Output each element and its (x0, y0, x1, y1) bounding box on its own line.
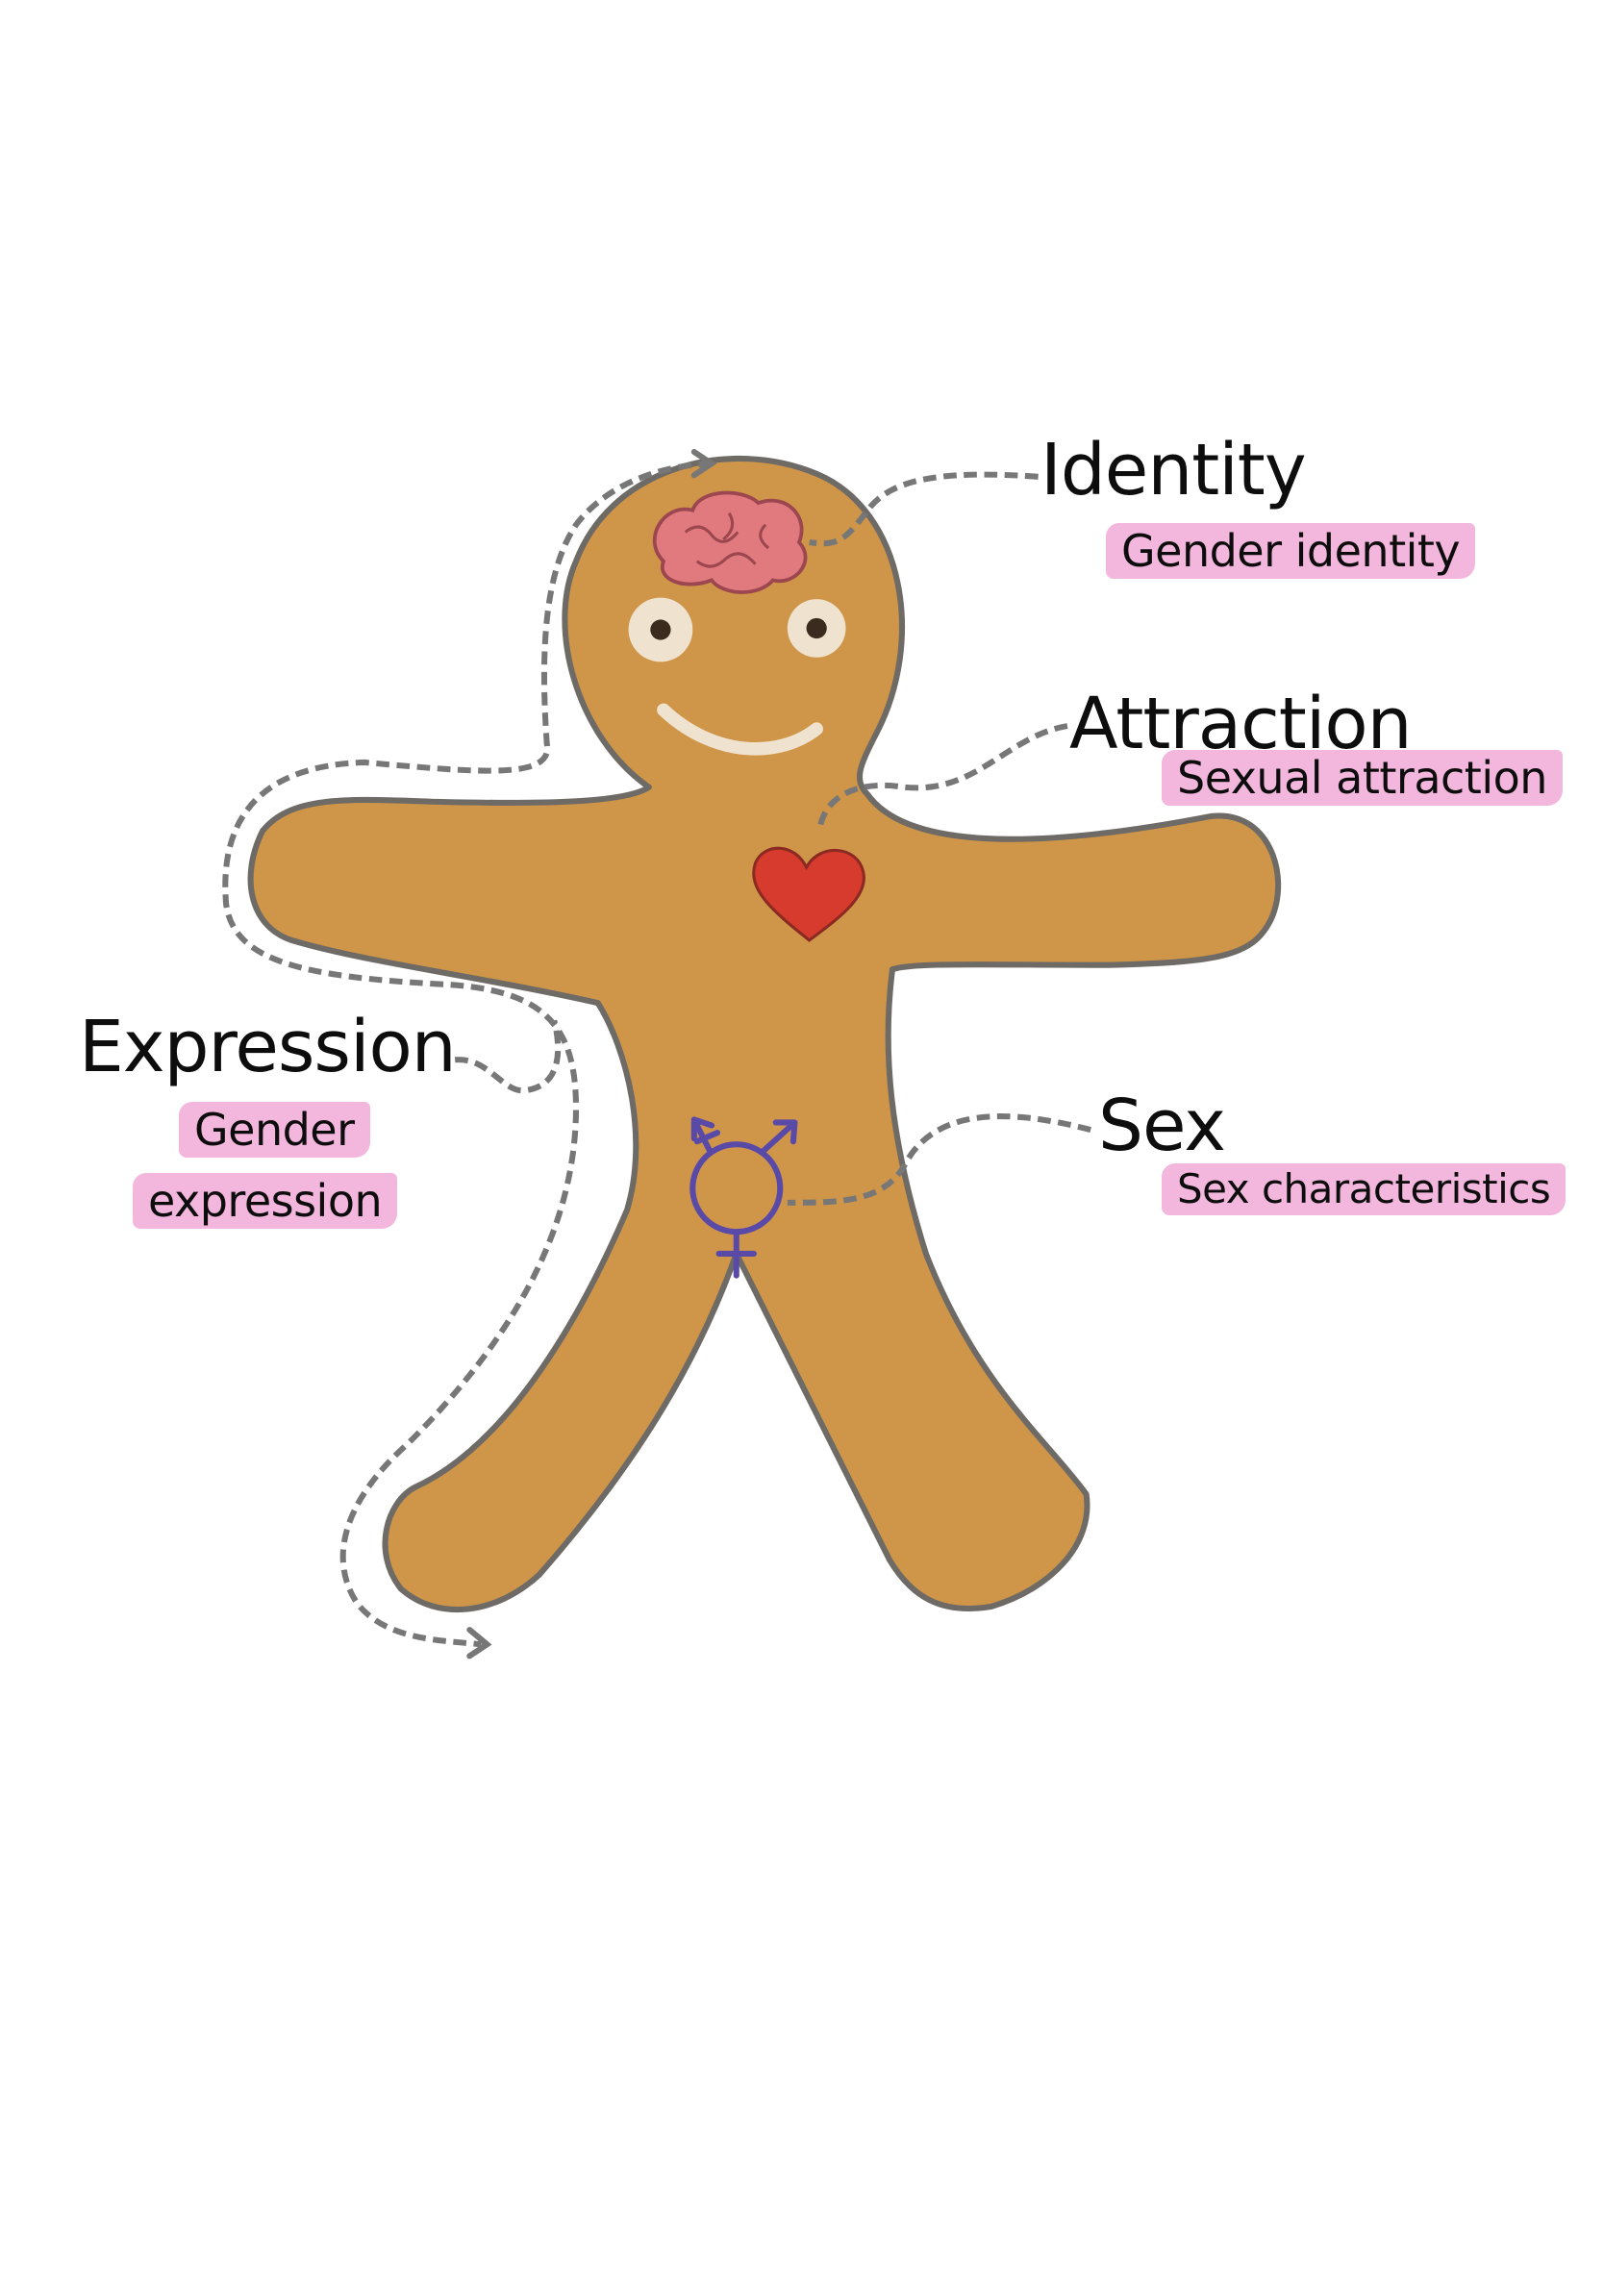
smile (657, 703, 823, 756)
attraction-title: Attraction (1069, 683, 1413, 765)
sex-characteristics-label: Sex characteristics (1162, 1163, 1566, 1215)
brain-icon (652, 490, 808, 594)
sex-arrow (787, 1113, 1091, 1206)
gender-expression-label-line2: expression (133, 1173, 398, 1229)
gender-expression-label-line1: Gender (179, 1102, 370, 1158)
expression-arrow (454, 1019, 562, 1094)
transgender-symbol-icon (689, 1116, 798, 1279)
gender-identity-label: Gender identity (1106, 523, 1476, 579)
identity-title: Identity (1040, 429, 1307, 512)
outline-arrow (222, 461, 713, 1648)
expression-title: Expression (79, 1006, 457, 1088)
left-eye (628, 597, 693, 662)
identity-arrow (809, 471, 1039, 547)
sexual-attraction-label: Sexual attraction (1162, 750, 1563, 806)
heart-icon (752, 846, 865, 942)
sex-title: Sex (1098, 1085, 1226, 1167)
arrowhead (466, 1627, 492, 1660)
attraction-arrow (816, 723, 1068, 832)
right-eye (787, 599, 846, 658)
arrowhead (690, 448, 717, 479)
gingerbread-body (247, 455, 1282, 1613)
